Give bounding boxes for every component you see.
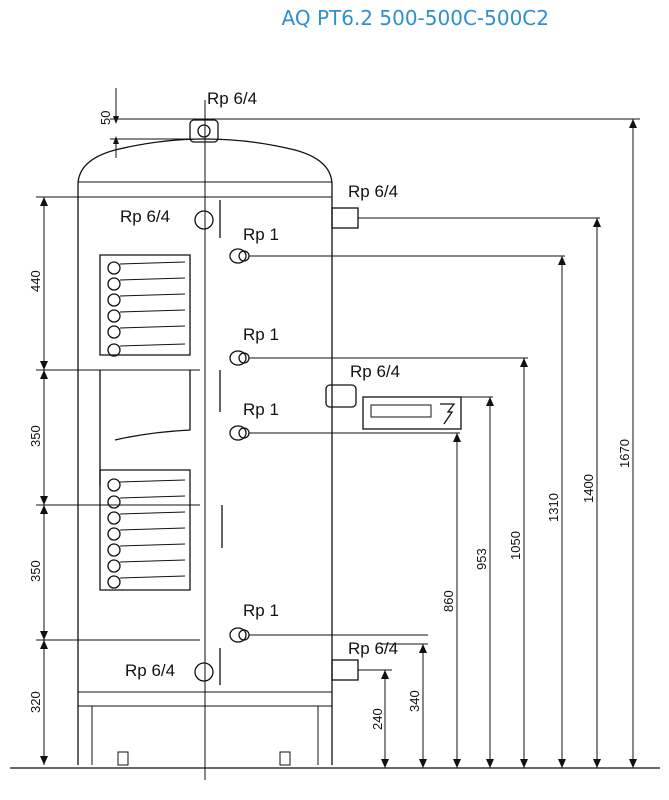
label-top: Rp 6/4 — [207, 89, 257, 108]
dim-860-label: 860 — [441, 590, 456, 612]
label-left-lower: Rp 6/4 — [125, 661, 175, 680]
upper-coil — [99, 254, 191, 357]
dim-340-label: 340 — [407, 690, 422, 712]
foot-2 — [279, 751, 291, 766]
heater-element — [370, 404, 432, 418]
label-rp1-b: Rp 1 — [243, 325, 279, 344]
rp1-socket-c — [229, 425, 460, 441]
top-connection — [189, 119, 219, 143]
left-lower-socket — [194, 662, 214, 682]
rp1-socket-a — [229, 248, 565, 264]
dim-50-label: 50 — [98, 111, 113, 125]
heater-socket — [325, 384, 357, 408]
electric-heater — [362, 396, 462, 430]
top-connection-hole — [197, 124, 211, 138]
middle-coil — [99, 370, 191, 485]
dim-320-label: 320 — [28, 691, 43, 713]
dim-440-label: 440 — [28, 270, 43, 292]
label-rp1-c: Rp 1 — [243, 400, 279, 419]
foot-1 — [117, 751, 129, 766]
dim-1670-label: 1670 — [617, 439, 632, 468]
dim-1400-label: 1400 — [581, 474, 596, 503]
label-right-upper: Rp 6/4 — [348, 182, 398, 201]
rp1-socket-b — [229, 350, 528, 366]
lightning-icon — [440, 403, 456, 425]
dim-953-label: 953 — [474, 548, 489, 570]
label-rp1-a: Rp 1 — [243, 225, 279, 244]
dim-1050-label: 1050 — [508, 531, 523, 560]
right-dimension-lines — [381, 119, 637, 768]
label-rp1-d: Rp 1 — [243, 601, 279, 620]
dim-1310-label: 1310 — [546, 493, 561, 522]
left-dimension-chain — [36, 196, 200, 765]
dim-350a-label: 350 — [28, 425, 43, 447]
label-left-upper: Rp 6/4 — [120, 207, 170, 226]
dim-350b-label: 350 — [28, 560, 43, 582]
right-upper-socket — [331, 207, 359, 229]
label-right-lower: Rp 6/4 — [348, 639, 398, 658]
label-heater: Rp 6/4 — [350, 362, 400, 381]
rp1-socket-d — [229, 627, 428, 643]
dim-240-label: 240 — [370, 708, 385, 730]
left-upper-socket — [194, 210, 214, 230]
right-lower-socket — [331, 659, 359, 681]
diagram-title: AQ PT6.2 500-500C-500C2 — [281, 6, 549, 30]
lower-coil — [99, 469, 191, 591]
